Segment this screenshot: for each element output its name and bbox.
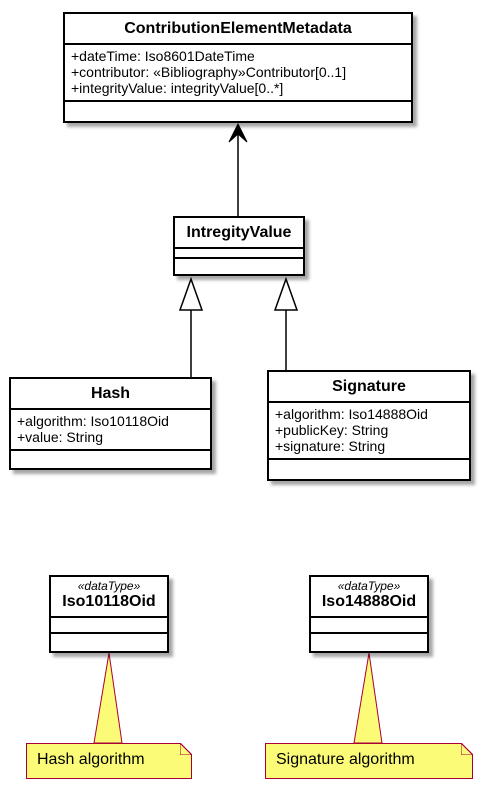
iso10118oid-datatype[interactable]: «dataType» Iso10118Oid bbox=[49, 575, 169, 653]
contribution-element-metadata-class[interactable]: ContributionElementMetadata +dateTime: I… bbox=[63, 12, 413, 123]
method-compartment bbox=[269, 458, 469, 468]
attribute-compartment bbox=[175, 247, 303, 257]
hash-generalization-arrowhead bbox=[178, 276, 204, 311]
attribute-compartment: +algorithm: Iso14888Oid +publicKey: Stri… bbox=[269, 401, 469, 458]
class-name: Signature bbox=[332, 378, 406, 395]
attribute-compartment: +dateTime: Iso8601DateTime +contributor:… bbox=[65, 43, 411, 100]
class-name: Iso10118Oid bbox=[62, 593, 156, 610]
hash-algorithm-note[interactable]: Hash algorithm bbox=[26, 743, 192, 779]
method-compartment bbox=[11, 449, 210, 459]
method-compartment bbox=[65, 100, 411, 110]
attribute-compartment bbox=[311, 616, 427, 632]
attribute: +publicKey: String bbox=[275, 422, 389, 438]
hash-class[interactable]: Hash +algorithm: Iso10118Oid +value: Str… bbox=[9, 377, 212, 470]
signature-note-anchor bbox=[353, 652, 383, 744]
note-text: Signature algorithm bbox=[276, 751, 415, 768]
signature-generalization-arrowhead bbox=[273, 276, 299, 311]
class-name: IntregityValue bbox=[186, 224, 292, 241]
attribute-compartment: +algorithm: Iso10118Oid +value: String bbox=[11, 408, 210, 449]
note-text: Hash algorithm bbox=[37, 751, 145, 768]
signature-algorithm-note[interactable]: Signature algorithm bbox=[265, 743, 473, 779]
attribute-compartment bbox=[51, 616, 167, 632]
attribute: +integrityValue: integrityValue[0..*] bbox=[71, 80, 284, 96]
attribute: +contributor: «Bibliography»Contributor[… bbox=[71, 64, 347, 80]
method-compartment bbox=[311, 632, 427, 648]
attribute: +dateTime: Iso8601DateTime bbox=[71, 48, 255, 64]
class-name: Iso14888Oid bbox=[321, 593, 417, 610]
attribute: +value: String bbox=[17, 429, 103, 445]
method-compartment bbox=[175, 257, 303, 267]
hash-note-anchor bbox=[93, 652, 123, 744]
iso14888oid-datatype[interactable]: «dataType» Iso14888Oid bbox=[309, 575, 429, 653]
attribute: +algorithm: Iso14888Oid bbox=[275, 406, 428, 422]
integrity-value-class[interactable]: IntregityValue bbox=[173, 216, 305, 276]
class-name: Hash bbox=[90, 385, 131, 402]
association-arrowhead bbox=[228, 122, 248, 143]
class-name: ContributionElementMetadata bbox=[124, 20, 352, 37]
attribute: +signature: String bbox=[275, 438, 386, 454]
signature-class[interactable]: Signature +algorithm: Iso14888Oid +publi… bbox=[267, 370, 471, 481]
attribute: +algorithm: Iso10118Oid bbox=[17, 413, 169, 429]
stereotype-label: «dataType» bbox=[77, 579, 141, 593]
stereotype-label: «dataType» bbox=[337, 579, 401, 593]
method-compartment bbox=[51, 632, 167, 648]
